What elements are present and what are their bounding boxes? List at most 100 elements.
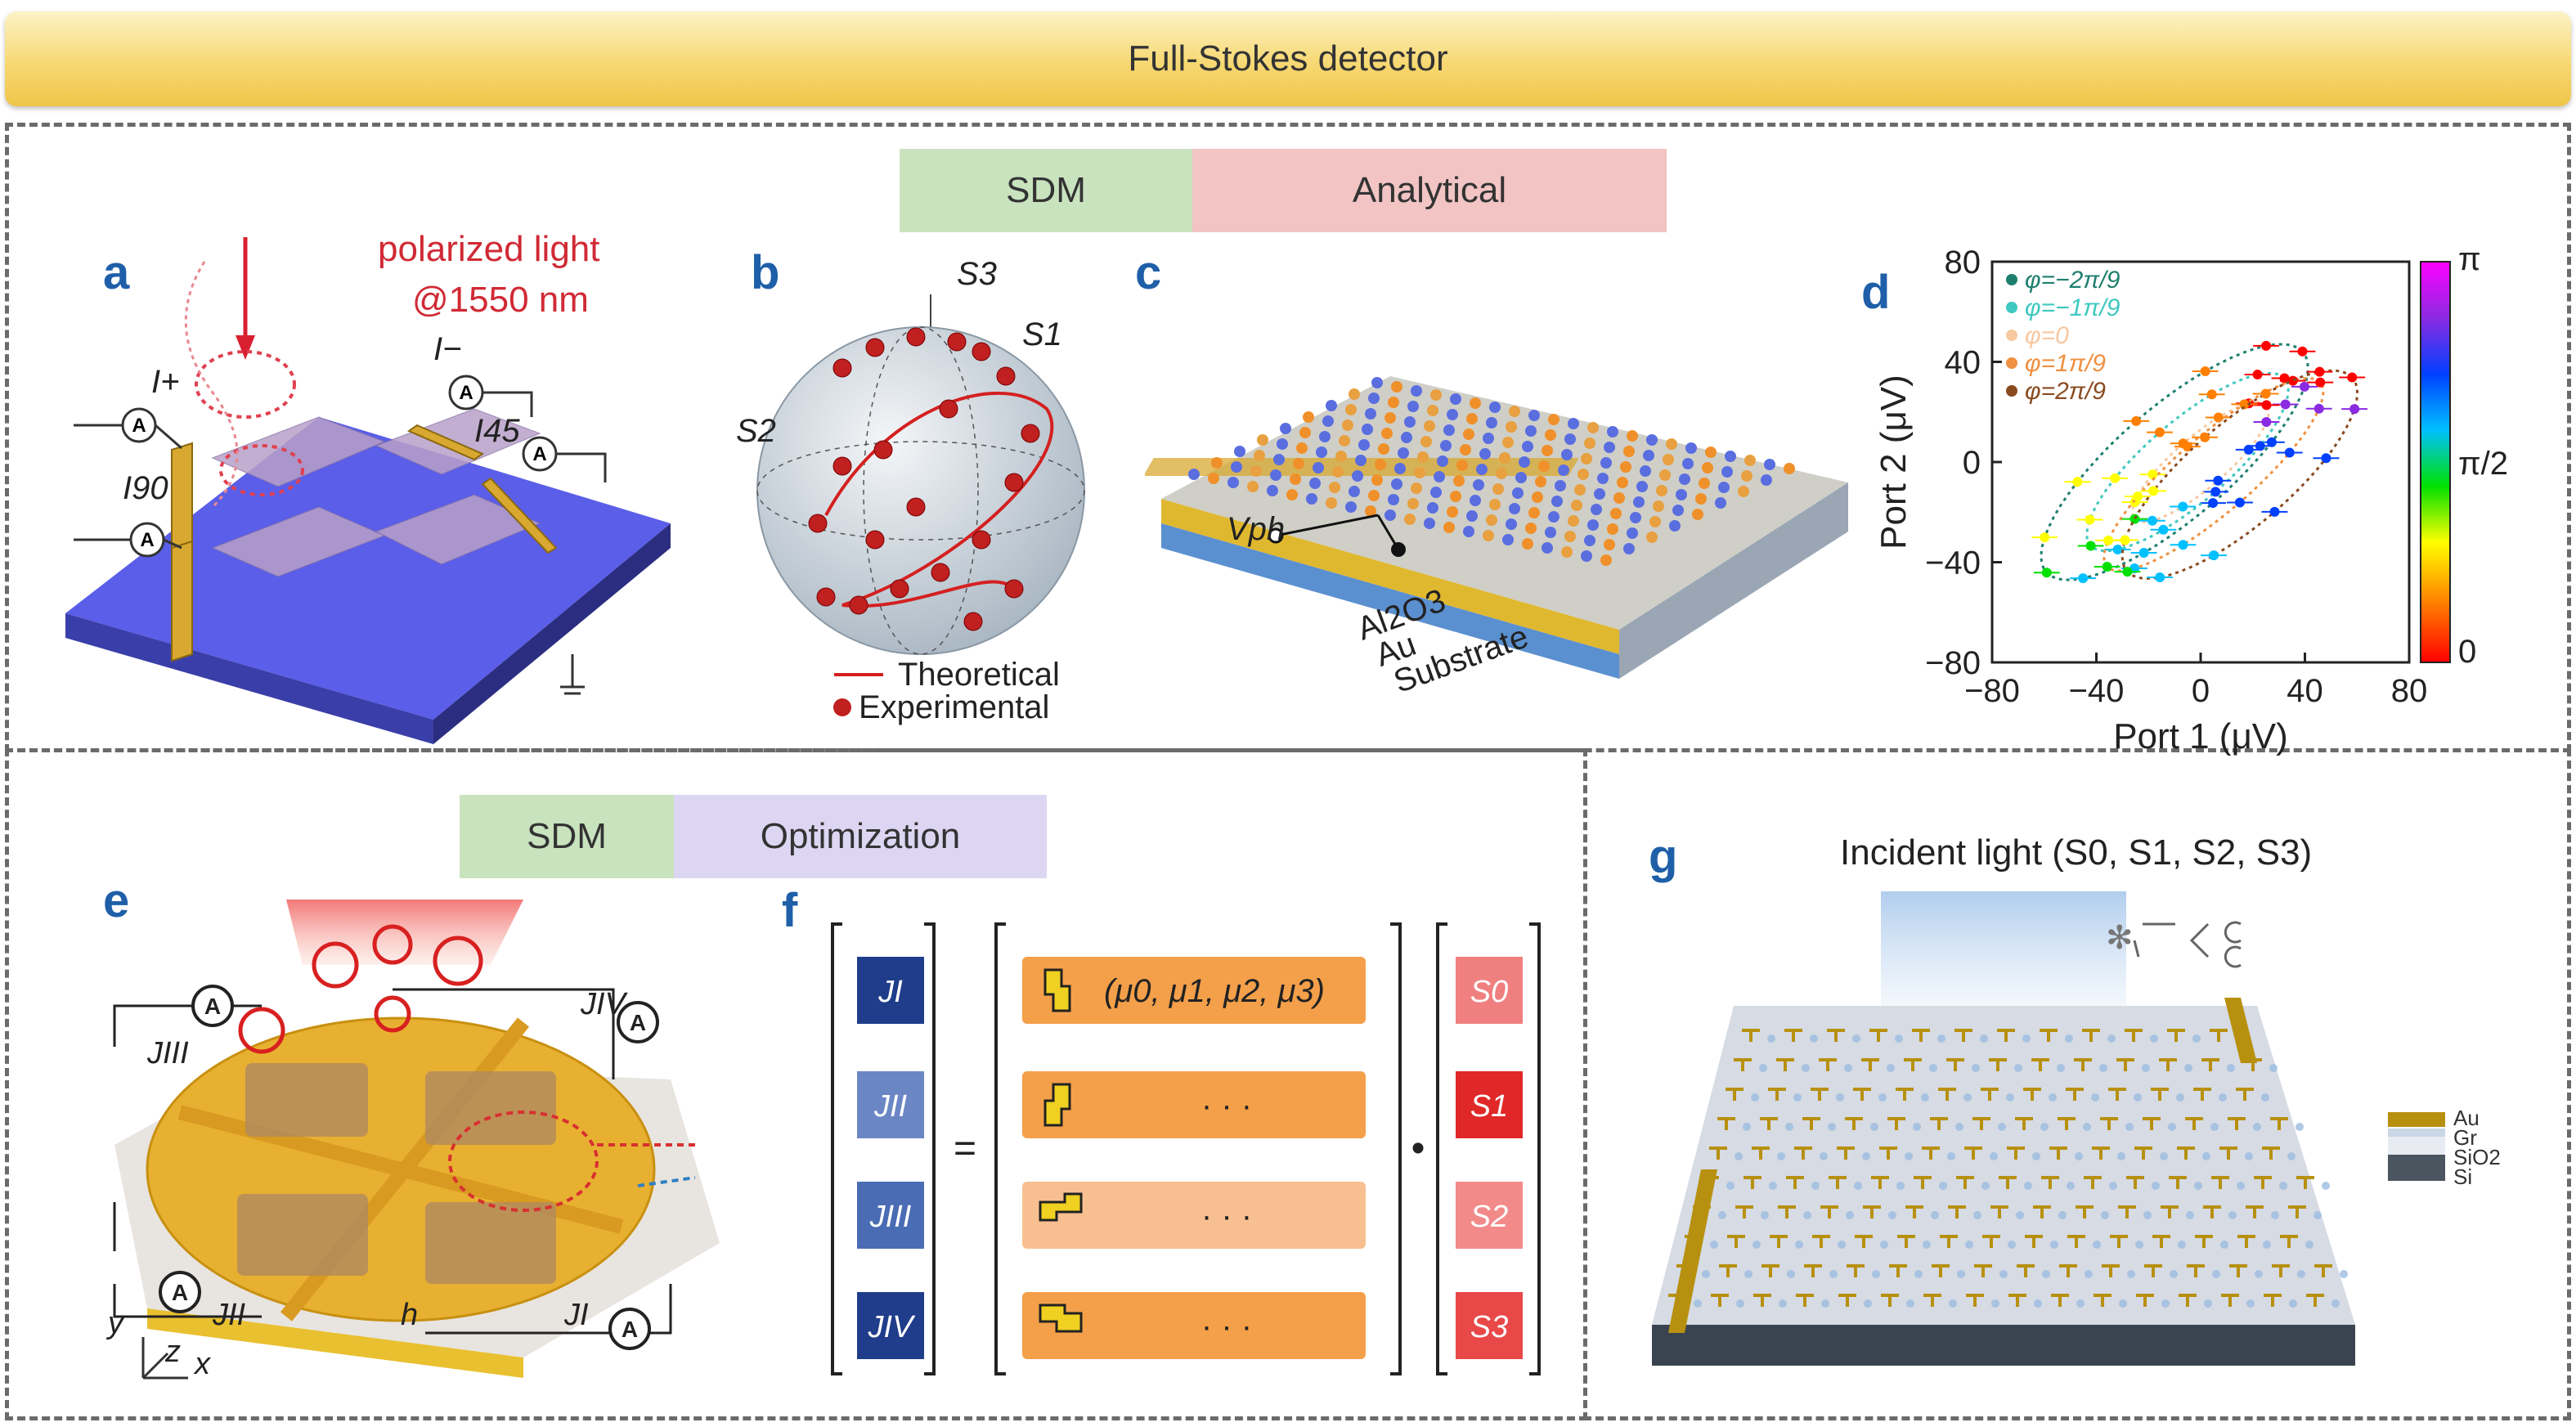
molecule-dot [1528,410,1540,421]
s1-cell [1456,1071,1523,1138]
graphene-dot [1939,1182,1947,1190]
molecule-dot [1636,481,1648,492]
graphene-dot [2040,1123,2049,1131]
graphene-dot [2322,1182,2330,1190]
molecule-dot [1515,472,1527,483]
axis-y-label: y [105,1306,125,1340]
molecule-dot [1470,397,1481,409]
graphene-dot [2142,1064,2150,1072]
graphene-dot [2034,1299,2042,1308]
molecule-dot [1542,445,1553,456]
molecule-dot [1407,498,1419,509]
data-point [2103,535,2114,545]
legend-entry: φ=−1π/9 [2025,294,2120,321]
y-axis-label: Port 2 (μV) [1874,375,1914,550]
bracket-j-right [924,922,936,1375]
molecule-dot [1313,462,1324,473]
graphene-dot [1991,1299,1999,1308]
graphene-dot [2016,1211,2024,1219]
molecule-dot [1466,413,1478,424]
quadrant-iv-array [425,1071,556,1145]
data-point [2102,562,2112,572]
molecule-dot [1568,515,1579,527]
graphene-dot [2119,1299,2127,1308]
graphene-patch-2 [375,408,541,475]
poincare-sphere [756,326,1085,655]
shape-3-icon [1039,1192,1083,1222]
meter-iv [617,1001,659,1043]
data-point [2297,346,2308,357]
si-side [1652,1325,2355,1366]
data-point [2210,487,2221,497]
data-point [2269,506,2280,517]
graphene-dot [2279,1182,2287,1190]
meter-90-label: A [140,529,154,551]
molecule-dot [1365,505,1376,517]
molecule-dot [1738,486,1749,497]
molecule-dot [1483,433,1494,444]
label-f: f [782,884,798,937]
molecule-dot [1725,451,1736,462]
molecule-dot [1600,554,1612,566]
light-text: polarized light [378,229,600,269]
molecule-dot [1656,485,1667,496]
molecule-dot [1617,477,1628,488]
graphene-dot [2186,1211,2194,1219]
pol-ring-4 [238,1007,285,1054]
molecule-dot [1411,385,1422,397]
molecule-dot [1470,495,1481,506]
right-side [1619,482,1848,679]
s2-label: S2 [736,413,776,449]
molecule-dot [1401,432,1412,443]
graphene-dot [2202,1152,2210,1160]
molecule-dot [1699,478,1710,489]
graphene-patch-4 [375,494,541,565]
graphene-dot [1736,1299,1744,1308]
electrode-minus [406,424,485,461]
molecule-dot [1437,455,1448,467]
y-tick-label: 80 [1945,245,1981,280]
molecule-dot [1349,388,1360,400]
graphene-dot [1836,1093,1844,1102]
substrate-side-right [433,523,671,744]
substrate-top [65,417,671,720]
quadrant-i-array [425,1202,556,1284]
j3-text: JIII [869,1200,912,1234]
s1-text: S1 [1470,1089,1508,1124]
panel-f-matrix: JI JII JIII JIV = (μ0, μ1, μ2, μ3) · · ·… [831,922,1541,1375]
molecule-dot [1548,414,1560,425]
panel-e-device: A A A A JIII JIV JII JI h z y x [105,900,720,1381]
j1-label: JI [563,1298,589,1332]
molecule-dot [1604,539,1615,550]
graphene-dot [1957,1270,1965,1278]
axis-z-label: z [164,1335,181,1369]
graphene-dot [2125,1123,2134,1131]
data-point [2078,573,2089,584]
molecule-dot [1784,463,1795,474]
data-point [2110,473,2120,483]
graphene-dot [2331,1299,2340,1308]
data-point [2321,453,2331,464]
legend-exp: Experimental [859,689,1049,725]
graphene-dot [2135,1241,2143,1249]
graphene-dot [1895,1034,1903,1043]
molecule-dot [1394,463,1406,474]
m-row-2 [1022,1071,1366,1138]
molecule-dot [1489,499,1501,510]
molecule-dot [1682,458,1694,469]
polarization-spot [219,444,304,496]
molecule-dot [1564,531,1576,542]
highlight-ellipse [448,1111,599,1212]
t-electrode-pattern [1668,1029,2348,1308]
molecule-dot [1613,492,1625,504]
graphene-dot [1872,1270,1880,1278]
m-row-1 [1022,957,1366,1024]
graphene-dot [1810,1034,1818,1043]
helix [184,261,239,509]
molecule-dot [1584,438,1595,449]
graphene-dot [1846,1211,1854,1219]
graphene-dot [2057,1064,2065,1072]
graphene-dot [1838,1241,1846,1249]
molecule-dot [1326,400,1337,411]
